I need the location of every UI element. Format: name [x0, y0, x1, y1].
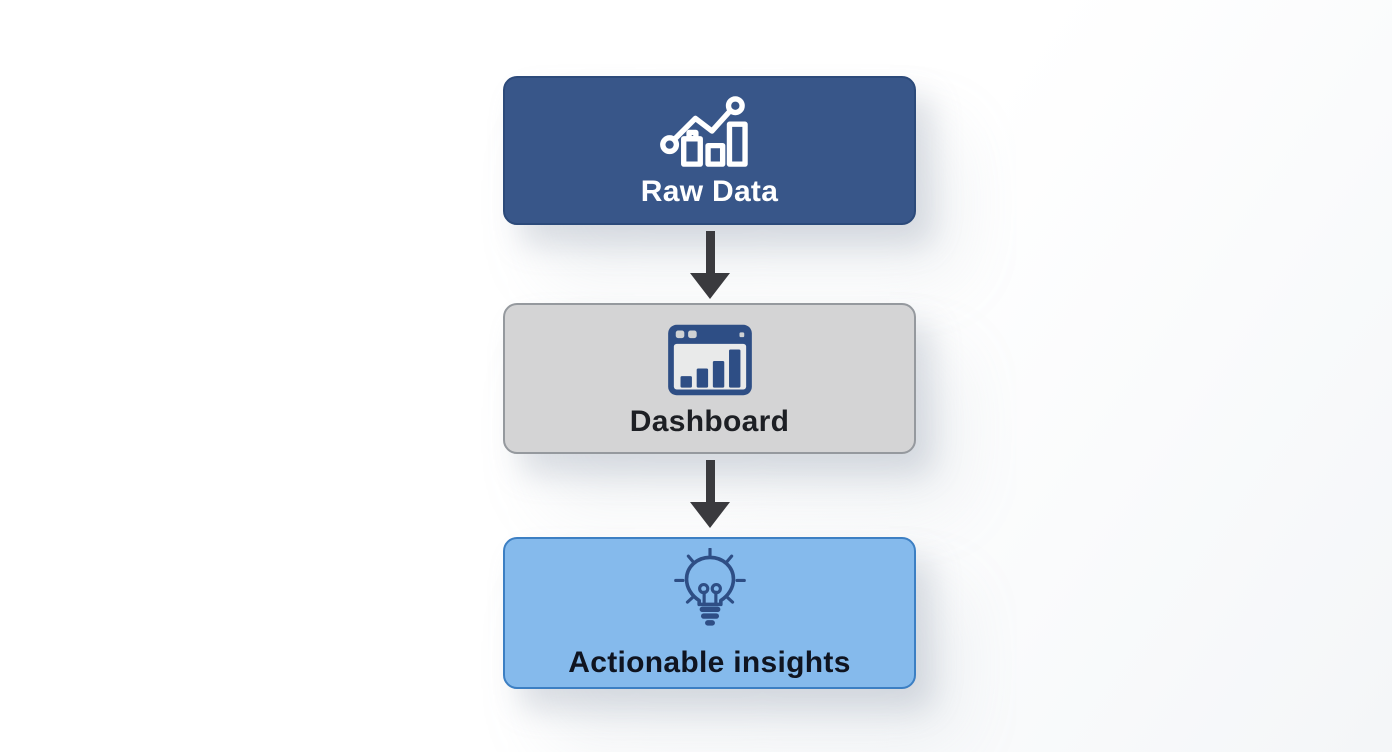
arrow-dashboard-to-insights: [690, 460, 730, 528]
arrow-head: [690, 273, 730, 299]
node-label: Raw Data: [640, 174, 779, 208]
node-label: Actionable insights: [568, 646, 851, 679]
arrow-head: [690, 502, 730, 528]
dashboard-window-icon: [667, 324, 752, 395]
node-dashboard: Dashboard: [503, 303, 916, 454]
arrow-raw-data-to-dashboard: [690, 231, 730, 299]
arrow-stem: [705, 231, 715, 273]
trend-chart-icon: [659, 95, 748, 167]
arrow-stem: [705, 460, 715, 502]
lightbulb-icon: [673, 548, 746, 626]
node-raw-data: Raw Data: [503, 76, 916, 225]
node-actionable-insights: Actionable insights: [503, 537, 916, 689]
node-label: Dashboard: [629, 404, 790, 438]
